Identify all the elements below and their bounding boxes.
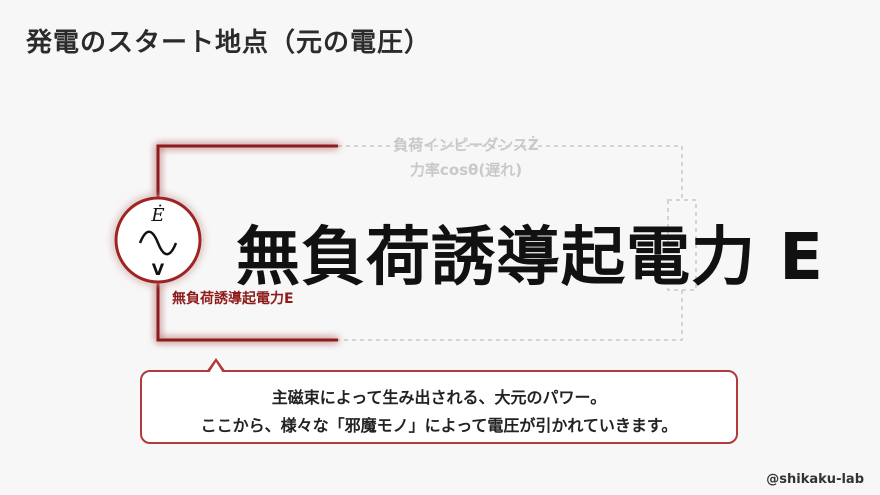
callout-tail-fill xyxy=(209,362,223,373)
watermark: @shikaku-lab xyxy=(766,472,864,487)
emf-symbol: Ė xyxy=(151,205,165,226)
sine-wave-icon xyxy=(138,230,178,256)
callout-box: 主磁束によって生み出される、大元のパワー。 ここから、様々な「邪魔モノ」によって… xyxy=(140,370,738,444)
source-wiring xyxy=(156,144,338,342)
callout-line-2: ここから、様々な「邪魔モノ」によって電圧が引かれていきます。 xyxy=(200,416,678,435)
page-title: 発電のスタート地点（元の電圧） xyxy=(26,28,432,58)
load-impedance-label: 負荷インピーダンスŻ xyxy=(393,136,539,154)
emf-label: 無負荷誘導起電力E xyxy=(172,291,294,307)
headline-text: 無負荷誘導起電力 E xyxy=(236,221,824,295)
source-unit: V xyxy=(151,260,165,279)
callout-line-1: 主磁束によって生み出される、大元のパワー。 xyxy=(271,388,607,407)
load-branch xyxy=(338,145,697,341)
power-factor-label: 力率cosθ(遅れ) xyxy=(409,161,523,179)
